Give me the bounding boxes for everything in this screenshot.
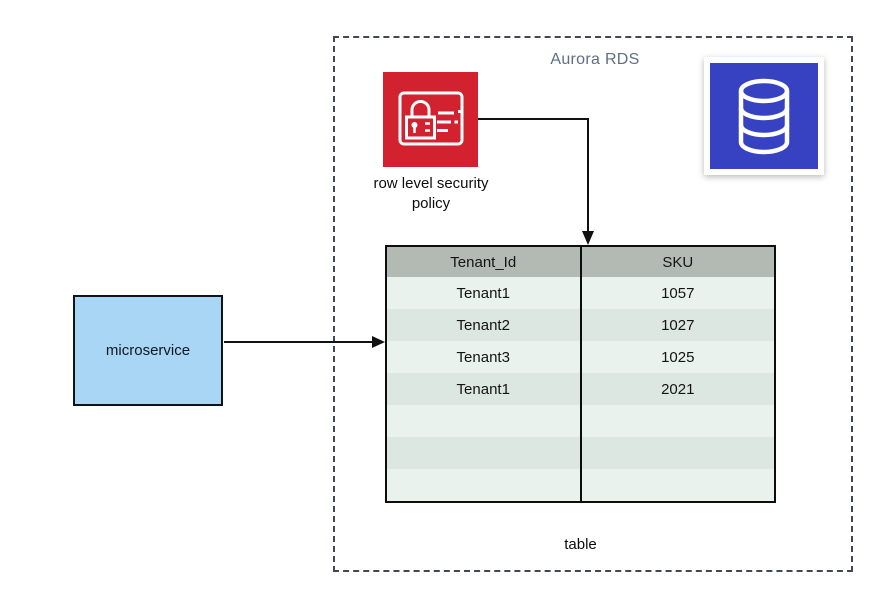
cell-tenant: Tenant1 (456, 380, 510, 398)
aurora-database-node (704, 57, 824, 175)
cell-sku: 1025 (579, 341, 775, 373)
tenant-table: Tenant_Id SKU Tenant1 1057 Tenant2 1027 … (385, 245, 776, 503)
table-row: Tenant3 1025 (387, 341, 774, 373)
table-row (387, 405, 774, 437)
table-row (387, 437, 774, 469)
table-caption: table (564, 536, 597, 553)
microservice-label: microservice (105, 342, 191, 359)
microservice-node: microservice (73, 295, 223, 406)
table-row: Tenant1 1057 (387, 277, 774, 309)
aurora-rds-group-label: Aurora RDS (550, 51, 640, 68)
cell-sku: 1057 (579, 277, 775, 309)
cell-sku (579, 437, 775, 469)
cell-sku (579, 405, 775, 437)
table-row: Tenant1 2021 (387, 373, 774, 405)
cell-tenant: Tenant2 (456, 316, 510, 334)
database-cylinder-icon (738, 78, 790, 155)
cell-tenant: Tenant1 (456, 284, 510, 302)
row-level-security-policy-node (383, 72, 478, 167)
cell-sku: 2021 (579, 373, 775, 405)
cell-tenant (387, 469, 580, 501)
cell-sku (579, 469, 775, 501)
table-header-tenant-id: Tenant_Id (450, 253, 517, 271)
cell-sku: 1027 (579, 309, 775, 341)
aurora-rds-group-border (333, 36, 853, 572)
table-header-sku: SKU (579, 247, 775, 277)
table-header-row: Tenant_Id SKU (387, 247, 774, 277)
table-row: Tenant2 1027 (387, 309, 774, 341)
row-level-security-policy-label: row level security policy (345, 174, 517, 214)
table-row (387, 469, 774, 501)
rls-label-line1: row level security (373, 175, 489, 192)
cell-tenant (387, 405, 580, 437)
rls-label-line2: policy (411, 195, 451, 212)
cell-tenant: Tenant3 (456, 348, 510, 366)
cell-tenant (387, 437, 580, 469)
lock-card-icon (398, 91, 464, 146)
